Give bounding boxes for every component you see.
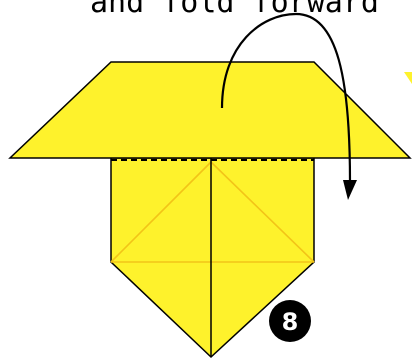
top-flap bbox=[8, 61, 412, 159]
crease-line bbox=[210, 161, 315, 263]
step-number: 8 bbox=[282, 308, 299, 336]
instruction-text: and fold forward bbox=[90, 0, 379, 20]
edge-mark bbox=[404, 72, 412, 84]
model-body bbox=[110, 157, 315, 359]
crease-line bbox=[110, 161, 212, 263]
step-number-badge: 8 bbox=[269, 300, 311, 342]
curved-fold-arrow-icon bbox=[220, 12, 357, 200]
